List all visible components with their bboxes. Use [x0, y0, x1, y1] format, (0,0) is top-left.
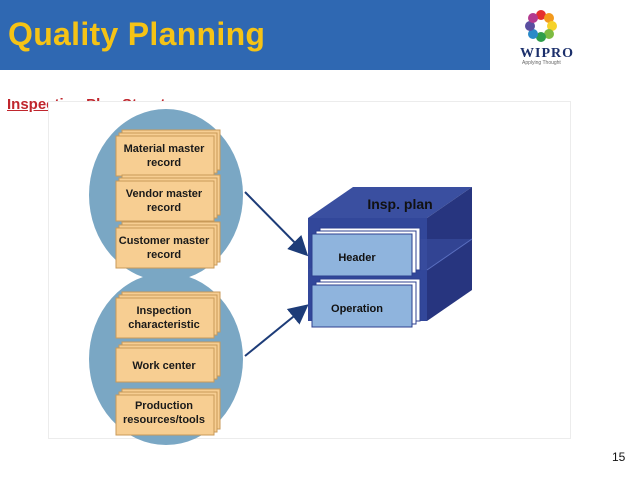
card-line2: record — [147, 202, 181, 214]
card-inspection-characteristic: Inspection characteristic — [115, 291, 221, 339]
card-line1: Work center — [132, 360, 196, 372]
card-line2: characteristic — [128, 319, 200, 331]
card-customer-master: Customer master record — [115, 221, 221, 269]
card-work-center: Work center — [115, 341, 221, 383]
card-line2: record — [147, 157, 181, 169]
logo-wordmark: WIPRO — [520, 46, 574, 61]
slide-title: Quality Planning — [8, 16, 266, 52]
insp-plan-label: Insp. plan — [367, 196, 432, 212]
card-line1: Customer master — [119, 235, 210, 247]
arrow-to-header — [244, 191, 309, 257]
operation-label: Operation — [331, 303, 383, 315]
card-line1: Production — [135, 400, 193, 412]
card-material-master: Material master record — [115, 129, 221, 177]
arrow-to-operation — [244, 304, 309, 357]
header-label: Header — [338, 252, 376, 264]
card-vendor-master: Vendor master record — [115, 174, 221, 222]
card-line2: record — [147, 249, 181, 261]
logo-area — [490, 0, 638, 70]
card-line2: resources/tools — [123, 414, 205, 426]
card-line1: Inspection — [136, 305, 191, 317]
operation-card: Operation — [311, 278, 421, 328]
logo-tagline: Applying Thought — [522, 60, 561, 66]
card-line1: Material master — [124, 143, 205, 155]
card-production-resources: Production resources/tools — [115, 388, 221, 436]
card-line1: Vendor master — [126, 188, 203, 200]
wipro-logo-icon — [525, 10, 557, 42]
page-number: 15 — [612, 450, 626, 464]
header-card: Header — [311, 227, 421, 277]
